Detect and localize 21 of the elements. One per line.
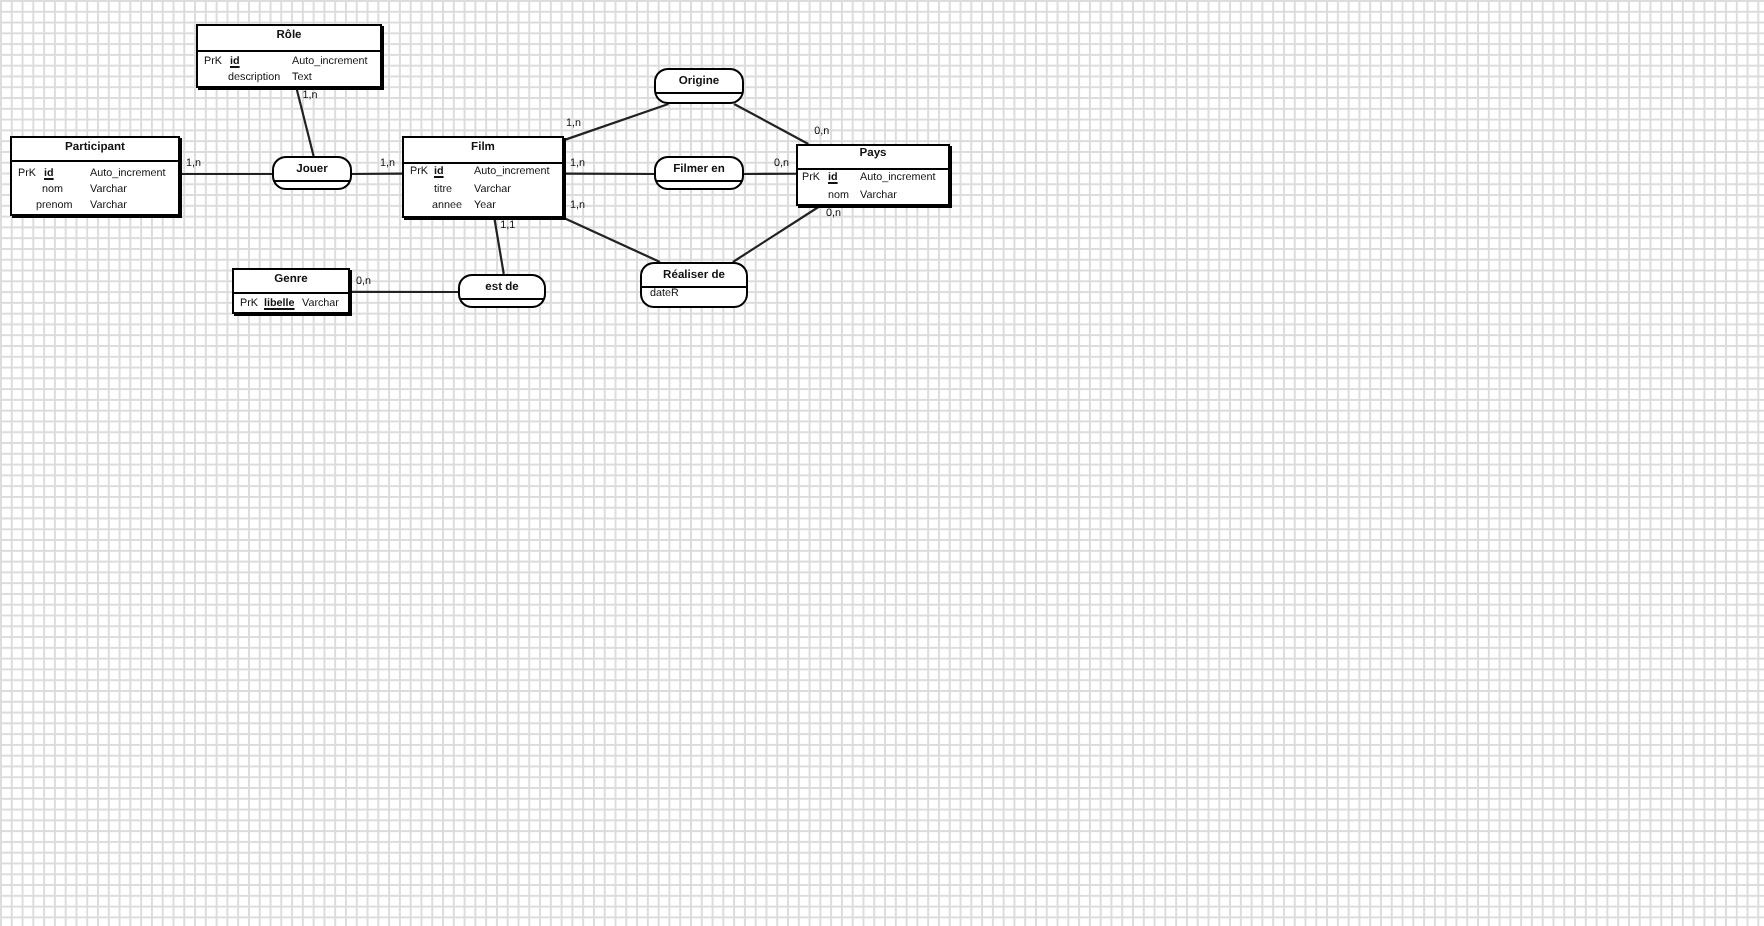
connector-line [732, 205, 821, 263]
connector-line [493, 217, 505, 275]
connector-line [350, 290, 458, 294]
association-box [654, 68, 744, 104]
entity-table [796, 144, 950, 206]
entity-table [196, 24, 382, 88]
association-box [654, 156, 744, 190]
connector-line [180, 172, 272, 176]
association-box [458, 274, 546, 308]
entity-table [232, 268, 350, 314]
entity-table [10, 136, 180, 216]
connector-line [295, 87, 315, 157]
connector-line [564, 172, 654, 176]
connector-line [744, 172, 796, 176]
connector-line [563, 217, 661, 263]
association-box [272, 156, 352, 190]
connector-line [733, 103, 809, 145]
connector-line [352, 172, 402, 176]
connector-line [563, 102, 669, 142]
entity-table [402, 136, 564, 218]
association-box [640, 262, 748, 308]
